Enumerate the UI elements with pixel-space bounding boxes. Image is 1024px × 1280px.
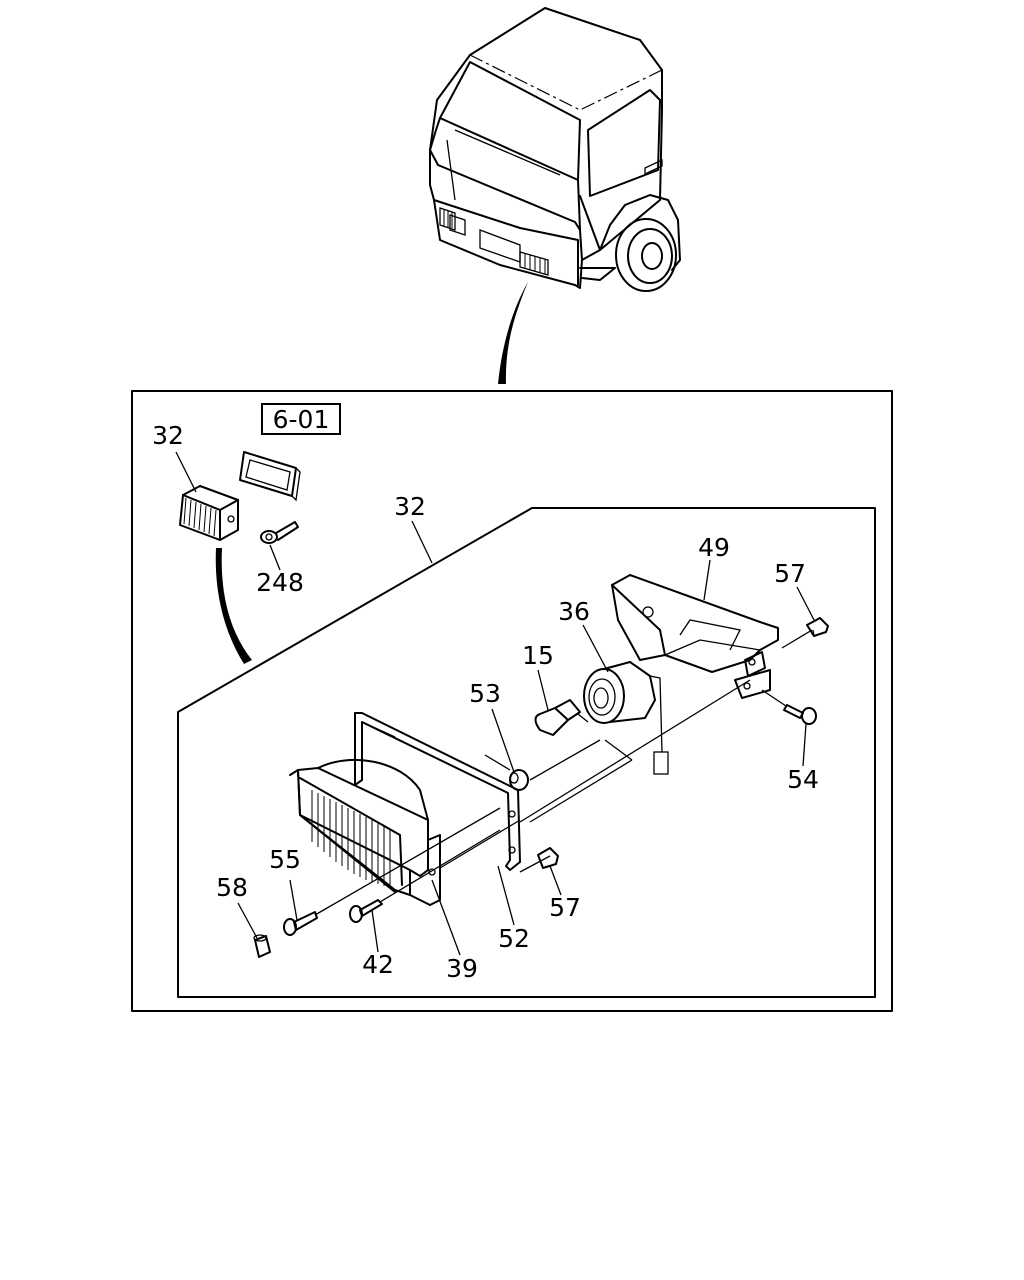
screw-55 [283, 911, 318, 936]
callout-labels: 32 248 32 49 57 36 15 53 54 55 58 57 42 … [152, 421, 819, 983]
screw-42 [349, 899, 383, 923]
callout-39: 39 [446, 954, 478, 983]
callout-36: 36 [558, 597, 590, 626]
screw-54 [783, 704, 817, 725]
nut-57-top [806, 617, 829, 637]
callout-58: 58 [216, 873, 248, 902]
callout-15: 15 [522, 641, 554, 670]
callout-52: 52 [498, 924, 530, 953]
small-lamp-part [179, 485, 239, 541]
bulb-part [534, 699, 589, 736]
gasket-frame-part [354, 712, 521, 871]
callout-55: 55 [269, 845, 301, 874]
gasket-part [239, 451, 301, 502]
callout-54: 54 [787, 765, 819, 794]
callout-32-assembly: 32 [394, 492, 426, 521]
truck-cab [429, 7, 681, 292]
callout-49: 49 [698, 533, 730, 562]
callout-32-small-lamp: 32 [152, 421, 184, 450]
leader-lines [175, 451, 815, 956]
outer-frame [131, 390, 893, 1012]
cap-58 [253, 934, 271, 958]
callout-arrow-truck [498, 282, 528, 384]
callout-57-top: 57 [774, 559, 806, 588]
lamp-socket-part [583, 661, 669, 775]
bracket-part [611, 574, 779, 699]
connector-part [260, 521, 299, 544]
fog-lamp-part [289, 758, 441, 906]
inset-frame [177, 507, 876, 998]
callout-57-bottom: 57 [549, 893, 581, 922]
reference-label: 6-01 [273, 405, 330, 434]
callout-53: 53 [469, 679, 501, 708]
reference-box: 6-01 [261, 403, 341, 435]
alignment-lines [314, 629, 813, 916]
callout-42: 42 [362, 950, 394, 979]
callout-248: 248 [256, 568, 304, 597]
callout-arrow-lamp [215, 548, 252, 664]
nut-57-bottom [537, 847, 559, 869]
